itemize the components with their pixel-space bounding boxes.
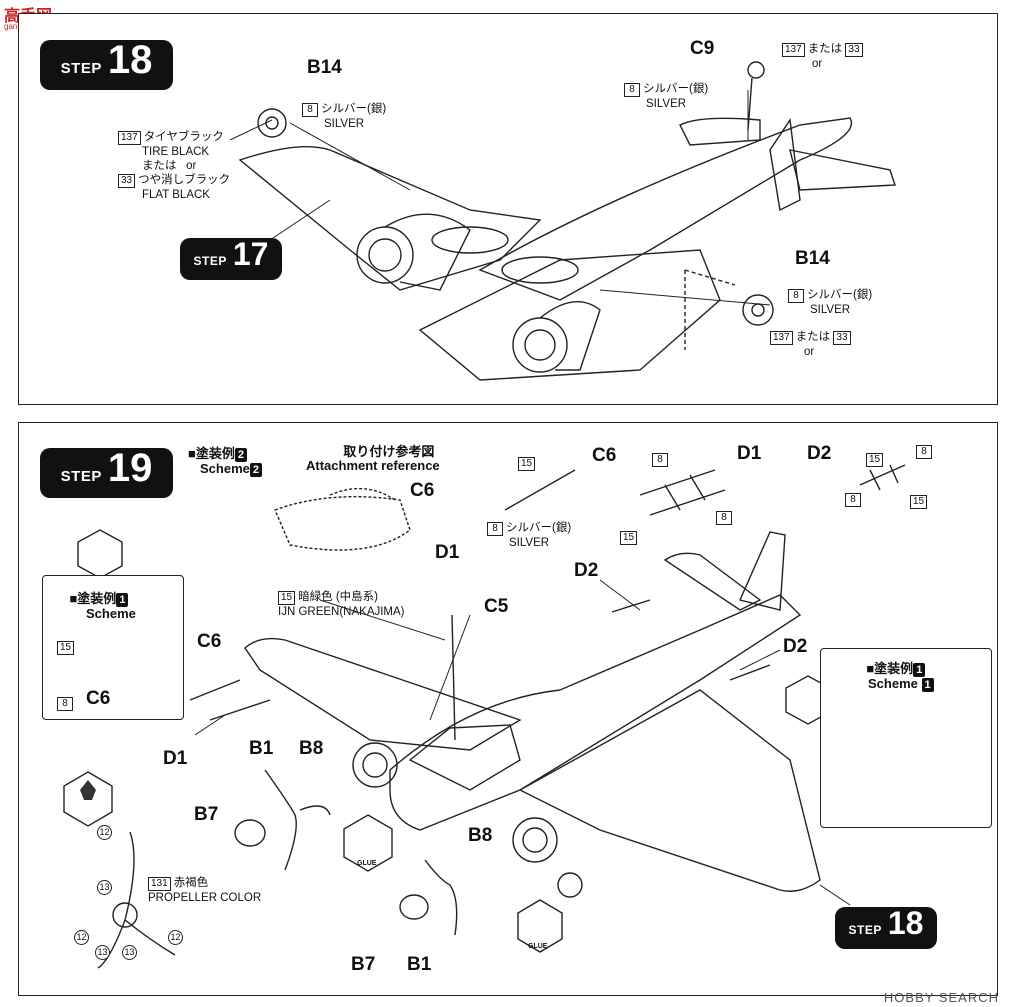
hobby-search-watermark: HOBBY SEARCH (883, 990, 999, 1005)
glue-label-b: GLUE (528, 943, 548, 950)
scheme1-box-right (820, 648, 992, 828)
part-d2-mid: D2 (574, 560, 599, 581)
part-c6-left: C6 (197, 631, 222, 652)
scheme1-left-n8: 8 (57, 696, 76, 711)
part-b1-b: B1 (407, 954, 432, 975)
part-b8-a: B8 (299, 738, 324, 759)
attachment-reference-title: 取り付け参考図 Attachment reference (306, 444, 440, 473)
part-b14-top: B14 (307, 57, 342, 78)
part-d2-right: D2 (783, 636, 808, 657)
part-b14-right: B14 (795, 248, 830, 269)
prop-n12-right: 12 (168, 930, 186, 945)
prop-n13-bottom: 13 (122, 945, 140, 960)
scheme1-left-c6: C6 (86, 688, 111, 709)
part-b7-b: B7 (351, 954, 376, 975)
c6-num15: 15 (518, 456, 538, 471)
d1-num-b: 8 (716, 510, 735, 525)
part-d1-left: D1 (163, 748, 188, 769)
d2-num-c: 8 (845, 492, 864, 507)
part-b7-a: B7 (194, 804, 219, 825)
d2-num-b: 8 (916, 444, 935, 459)
prop-n12-left: 12 (74, 930, 92, 945)
d1-num-a: 8 (652, 452, 671, 467)
part-c9: C9 (690, 38, 715, 59)
attach-d1: D1 (435, 542, 460, 563)
glue-label-a: GLUE (357, 860, 377, 867)
step19-badge: STEP 19 (40, 448, 173, 498)
step17-ref-badge: STEP 17 (180, 238, 282, 280)
part-b8-b: B8 (468, 825, 493, 846)
part-d1-top: D1 (737, 443, 762, 464)
step18-ref-badge: STEP 18 (835, 907, 937, 949)
attach-c6: C6 (410, 480, 435, 501)
part-b1-a: B1 (249, 738, 274, 759)
prop-n13-left: 13 (95, 945, 113, 960)
prop-n12-top: 12 (97, 825, 115, 840)
part-c5: C5 (484, 596, 509, 617)
scheme1-left-n15: 15 (57, 640, 77, 655)
part-c6-top: C6 (592, 445, 617, 466)
d2-num-d: 15 (910, 494, 930, 509)
d2-num-a: 15 (866, 452, 886, 467)
prop-n13-top: 13 (97, 880, 115, 895)
step18-badge: STEP 18 (40, 40, 173, 90)
part-d2-top: D2 (807, 443, 832, 464)
d1-num-c: 15 (620, 530, 640, 545)
